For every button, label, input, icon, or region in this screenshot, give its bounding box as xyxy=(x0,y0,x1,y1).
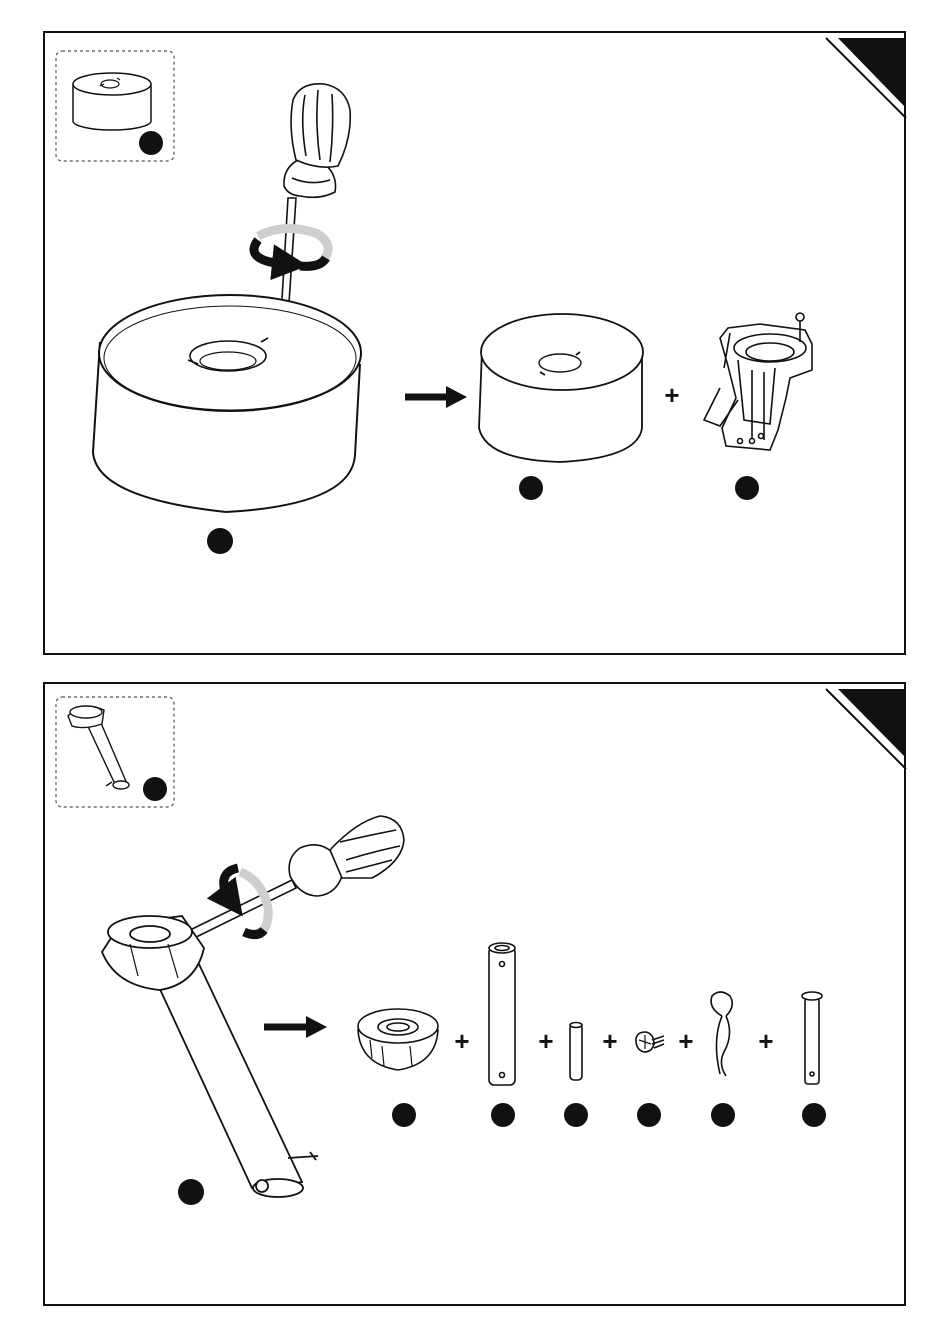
rotate-arrow-icon xyxy=(224,868,268,935)
callout-dot xyxy=(207,528,233,554)
pin xyxy=(570,1023,582,1081)
callout-dot xyxy=(491,1103,515,1127)
clevis-pin xyxy=(802,992,822,1084)
corner-tab-top xyxy=(826,38,906,118)
clip xyxy=(711,992,732,1076)
plus-sign: + xyxy=(602,1026,617,1056)
callout-dot xyxy=(735,476,759,500)
mounting-bracket xyxy=(704,313,812,450)
canopy-ball xyxy=(358,1009,438,1070)
callout-dot xyxy=(637,1103,661,1127)
callout-dot xyxy=(139,131,163,155)
plus-sign: + xyxy=(538,1026,553,1056)
base-cover-icon xyxy=(73,73,151,130)
base-cover xyxy=(479,314,643,462)
callout-dot xyxy=(519,476,543,500)
right-arrow-icon xyxy=(264,1016,327,1038)
base-cover-large xyxy=(93,295,361,512)
callout-dot xyxy=(178,1179,204,1205)
plus-sign: + xyxy=(454,1026,469,1056)
corner-tab-bottom xyxy=(826,689,906,769)
plus-sign: + xyxy=(678,1026,693,1056)
plus-sign: + xyxy=(758,1026,773,1056)
downrod-icon xyxy=(68,706,129,789)
downrod-assembly-large xyxy=(102,916,318,1197)
screwdriver-icon xyxy=(281,84,350,318)
screwdriver-icon xyxy=(180,816,404,943)
callout-dot xyxy=(392,1103,416,1127)
callout-dot xyxy=(564,1103,588,1127)
detail-inset-bottom xyxy=(56,697,174,807)
callout-dot xyxy=(143,777,167,801)
downrod xyxy=(489,943,515,1085)
callout-dot xyxy=(802,1103,826,1127)
detail-inset-top xyxy=(56,51,174,161)
plus-sign: + xyxy=(664,380,679,410)
screw xyxy=(636,1032,664,1052)
callout-dot xyxy=(711,1103,735,1127)
right-arrow-icon xyxy=(405,386,467,408)
